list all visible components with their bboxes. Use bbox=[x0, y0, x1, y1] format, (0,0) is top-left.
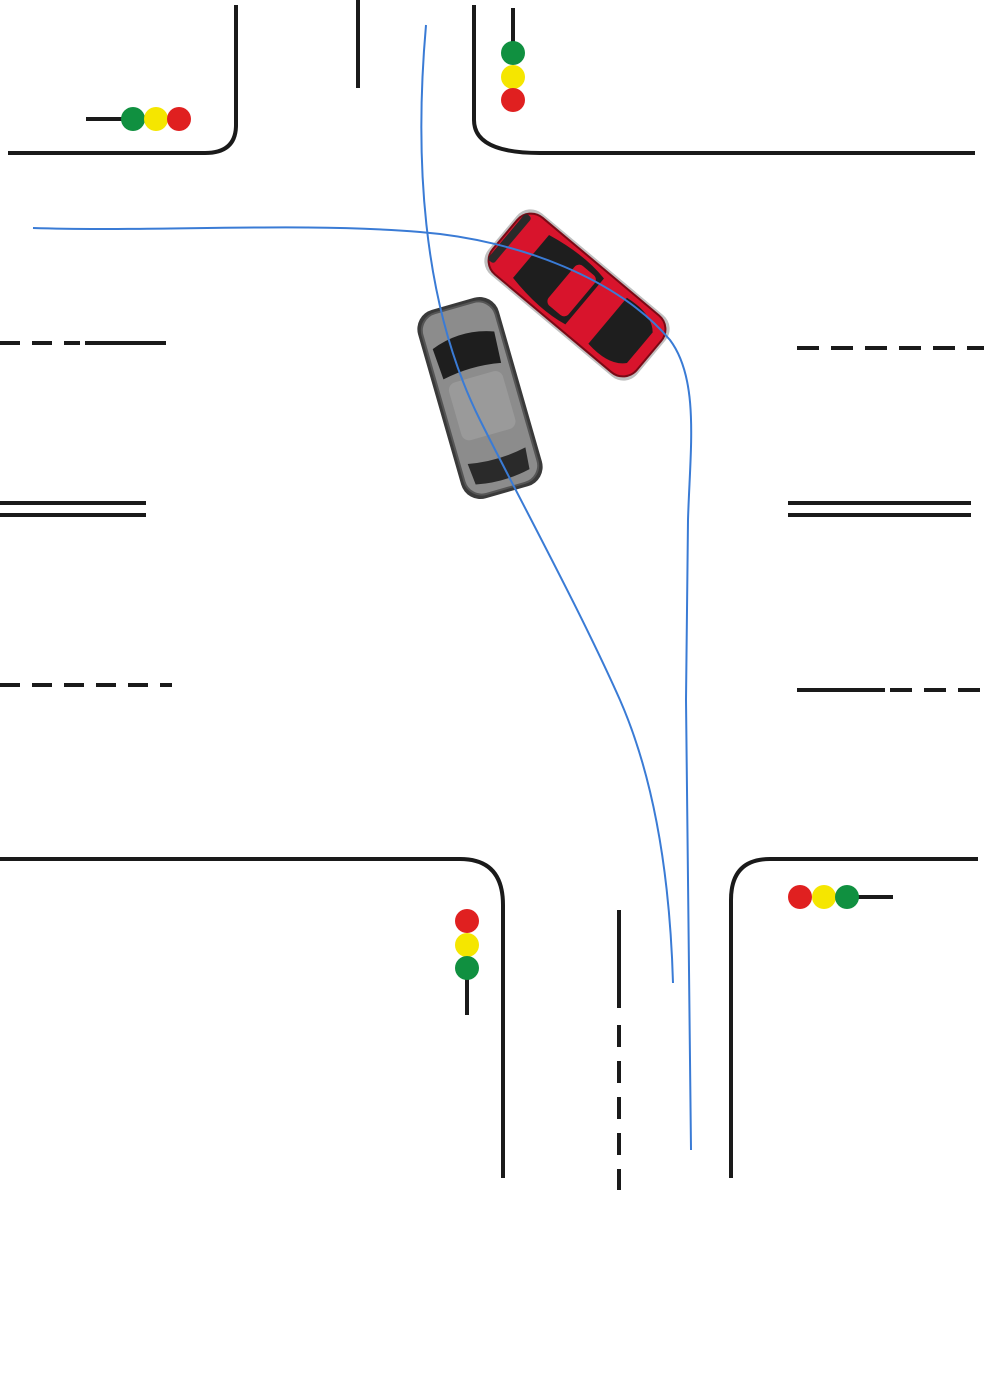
trajectory-gray-car bbox=[420, 24, 674, 984]
curb-bottom-right bbox=[729, 857, 978, 1178]
yellow-light-icon bbox=[144, 107, 168, 131]
red-light-icon bbox=[167, 107, 191, 131]
green-light-icon bbox=[835, 885, 859, 909]
curb-top-left bbox=[8, 5, 238, 155]
traffic-light-bottom-right bbox=[788, 885, 893, 909]
traffic-light-top-right bbox=[501, 8, 525, 112]
curb-bottom-left bbox=[0, 857, 505, 1178]
green-light-icon bbox=[121, 107, 145, 131]
yellow-light-icon bbox=[455, 933, 479, 957]
red-light-icon bbox=[501, 88, 525, 112]
traffic-light-bottom-left bbox=[455, 909, 479, 1015]
curb-top-right bbox=[472, 5, 975, 155]
road-markings bbox=[0, 0, 984, 1190]
gray-car bbox=[417, 296, 543, 500]
red-light-icon bbox=[788, 885, 812, 909]
yellow-light-icon bbox=[501, 65, 525, 89]
trajectories bbox=[32, 24, 693, 1151]
red-light-icon bbox=[455, 909, 479, 933]
yellow-light-icon bbox=[812, 885, 836, 909]
traffic-light-top-left bbox=[86, 107, 191, 131]
green-light-icon bbox=[455, 956, 479, 980]
green-light-icon bbox=[501, 41, 525, 65]
trajectory-red-car bbox=[32, 226, 693, 1151]
